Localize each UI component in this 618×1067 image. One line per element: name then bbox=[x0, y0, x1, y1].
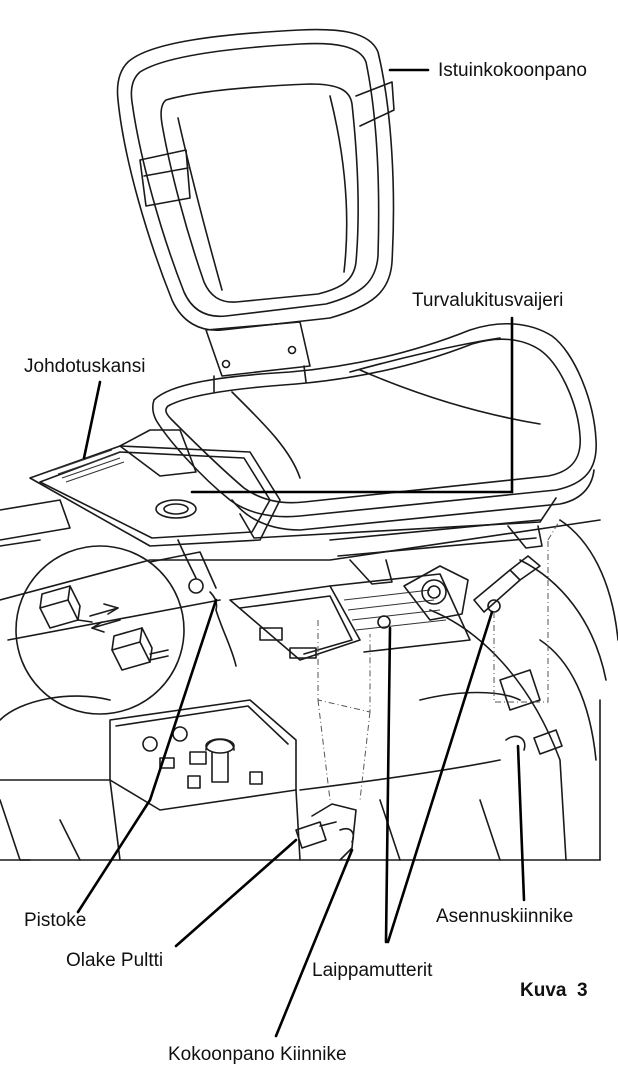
leader-connector bbox=[76, 598, 218, 914]
right-mounting-bracket bbox=[505, 735, 526, 751]
connector-callout bbox=[15, 545, 237, 715]
seat-back bbox=[116, 28, 395, 393]
seat-cushion bbox=[151, 322, 597, 585]
right-shoulder-bolt bbox=[533, 729, 563, 755]
leader-shoulder-bolt bbox=[174, 838, 298, 948]
leader-safety-cable bbox=[190, 316, 514, 494]
leader-flange-nuts-b bbox=[386, 610, 494, 944]
label-mounting-bracket: Asennuskiinnike bbox=[436, 906, 573, 927]
label-connector: Pistoke bbox=[24, 910, 86, 931]
alignment-lines bbox=[317, 519, 561, 801]
leader-flange-nuts-a bbox=[384, 626, 392, 944]
leader-assembly-bracket bbox=[274, 848, 354, 1038]
left-shoulder-bolt bbox=[295, 821, 337, 849]
figure-caption: Kuva 3 bbox=[520, 980, 588, 1001]
label-wiring-cover: Johdotuskansi bbox=[24, 356, 145, 377]
label-seat-assembly: Istuinkokoonpano bbox=[438, 60, 587, 81]
leader-mounting-bracket bbox=[516, 744, 526, 902]
left-assembly-bracket bbox=[311, 803, 357, 861]
label-assembly-bracket: Kokoonpano Kiinnike bbox=[168, 1044, 347, 1065]
label-shoulder-bolt: Olake Pultti bbox=[66, 950, 163, 971]
label-safety-interlock-cable: Turvalukitusvaijeri bbox=[412, 290, 563, 311]
label-flange-nuts: Laippamutterit bbox=[312, 960, 433, 981]
machine-frame bbox=[0, 499, 618, 861]
leader-wiring-cover bbox=[82, 380, 102, 460]
leader-lines bbox=[76, 68, 526, 1038]
latch-mechanism bbox=[377, 555, 541, 629]
